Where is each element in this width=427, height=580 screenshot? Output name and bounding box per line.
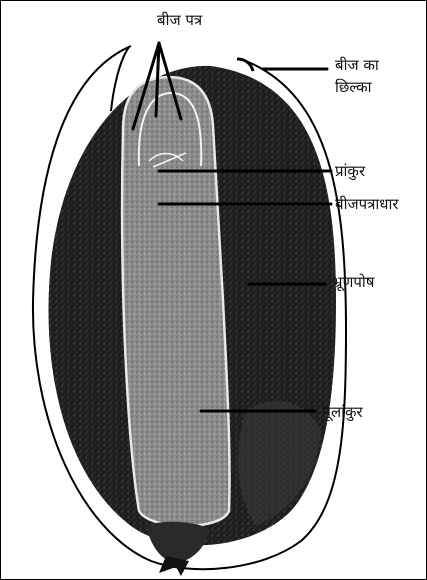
- root-cap: [146, 522, 209, 563]
- label-radicle: मूलांकुर: [322, 402, 363, 422]
- label-cotyledon: बीज पत्र: [157, 10, 202, 30]
- seed-coat-top-right: [237, 59, 253, 71]
- label-hypocotyl: बीजपत्राधार: [335, 194, 399, 214]
- endosperm-lower-right: [238, 401, 321, 526]
- label-seed-coat: बीज का छिल्का: [335, 54, 415, 98]
- label-endosperm: भ्रूणपोष: [332, 272, 374, 292]
- label-plumule: प्रांकुर: [335, 161, 365, 181]
